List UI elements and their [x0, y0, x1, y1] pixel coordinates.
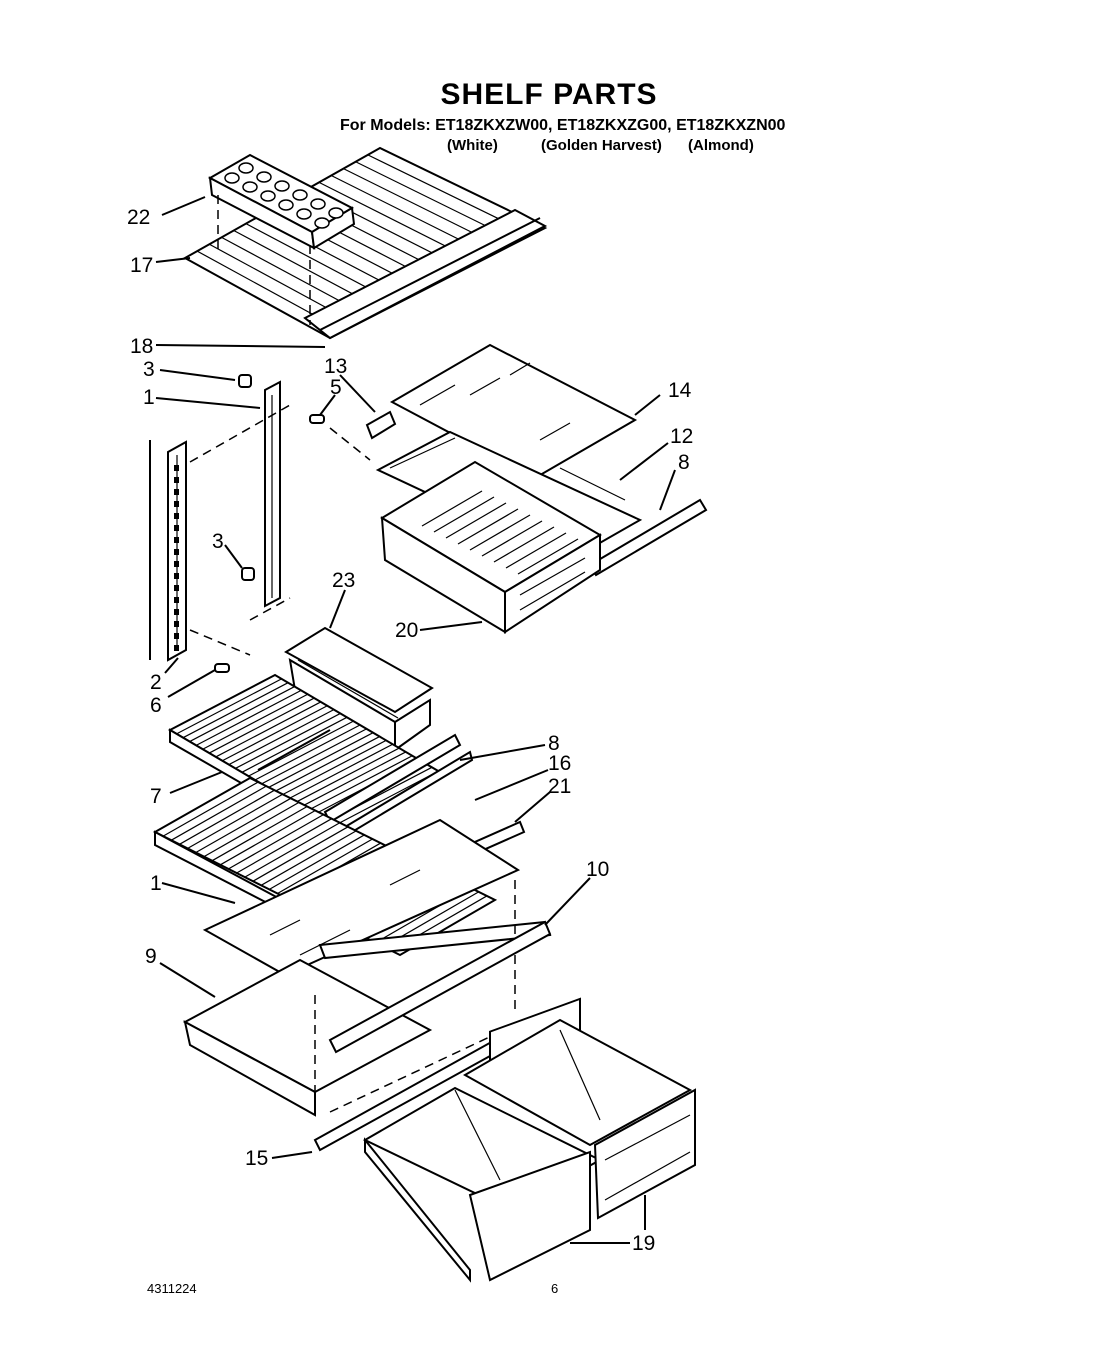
callout-1-top: 1: [143, 386, 155, 409]
document-number: 4311224: [147, 1281, 197, 1296]
crisper-drawer-left: [362, 997, 603, 1283]
color-almond: (Almond): [688, 137, 754, 154]
page-title: SHELF PARTS: [440, 78, 658, 111]
wire-shelf-top: [182, 146, 548, 340]
callout-23: 23: [332, 569, 355, 592]
screw-bottom: [214, 663, 230, 673]
callout-21: 21: [548, 775, 571, 798]
leader-lines: [155, 196, 676, 1244]
crisper-drawer-right: [462, 1018, 696, 1220]
storage-bin: [284, 626, 434, 752]
callout-8-top: 8: [678, 451, 690, 474]
models-line: For Models: ET18ZKXZW00, ET18ZKXZG00, ET…: [340, 117, 786, 134]
ice-tray: [207, 153, 356, 250]
callout-5: 5: [330, 376, 342, 399]
page-number: 6: [551, 1281, 559, 1296]
callout-19: 19: [632, 1232, 655, 1255]
rail-bracket-lower: [241, 567, 255, 581]
callout-8-mid: 8: [548, 732, 560, 755]
callout-12: 12: [670, 425, 693, 448]
color-white: (White): [447, 137, 498, 154]
callout-1-low: 1: [150, 872, 162, 895]
crisper-divider: [328, 920, 552, 1054]
crisper-frame: [182, 880, 531, 1117]
callout-17: 17: [130, 254, 153, 277]
crisper-cover-glass: [202, 818, 521, 977]
meat-keeper-drawer: [380, 460, 602, 634]
shelf-clip: [365, 410, 397, 440]
callout-3-top: 3: [143, 358, 155, 381]
callout-7: 7: [150, 785, 162, 808]
callout-16: 16: [548, 752, 571, 775]
callout-numbers: 22 17 18 3 1 13 5 14 12 8 3 23 20 2 6 8 …: [127, 206, 693, 1255]
callout-3-mid: 3: [212, 530, 224, 553]
callout-13: 13: [324, 355, 347, 378]
callout-9: 9: [145, 945, 157, 968]
color-golden-harvest: (Golden Harvest): [541, 137, 662, 154]
callout-20: 20: [395, 619, 418, 642]
shelf-rail-left: [167, 440, 187, 662]
callout-10: 10: [586, 858, 609, 881]
shelf-rail-right: [264, 380, 281, 608]
callout-14: 14: [668, 379, 692, 402]
rail-bracket-top: [238, 374, 252, 388]
callout-2: 2: [150, 671, 162, 694]
callout-18: 18: [130, 335, 153, 358]
callout-15: 15: [245, 1147, 268, 1170]
callout-22: 22: [127, 206, 150, 229]
callout-6: 6: [150, 694, 162, 717]
screw-top: [309, 414, 325, 424]
